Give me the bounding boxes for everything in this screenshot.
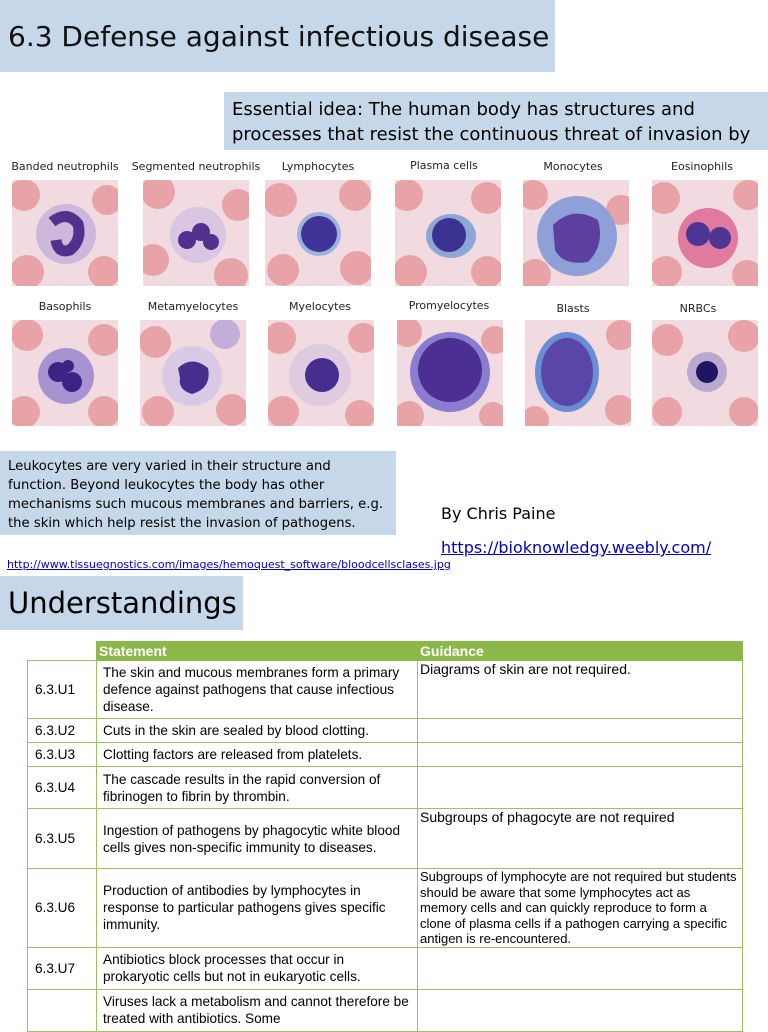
myelocyte-image bbox=[268, 320, 374, 426]
understanding-statement: Clotting factors are released from plate… bbox=[96, 742, 418, 767]
blast-image bbox=[525, 320, 631, 426]
code-column-header bbox=[27, 641, 97, 661]
cell-label: Monocytes bbox=[543, 160, 603, 173]
plasma-cell-image bbox=[395, 180, 501, 286]
cell-label: Promyelocytes bbox=[408, 299, 490, 312]
cell-label: Lymphocytes bbox=[281, 160, 355, 173]
table-row: Viruses lack a metabolism and cannot the… bbox=[27, 988, 743, 1032]
page-title: 6.3 Defense against infectious disease bbox=[8, 20, 550, 53]
understanding-code: 6.3.U3 bbox=[27, 742, 97, 767]
leukocytes-note-box: Leukocytes are very varied in their stru… bbox=[0, 451, 396, 535]
table-row: 6.3.U4 The cascade results in the rapid … bbox=[27, 766, 743, 809]
image-source-link[interactable]: http://www.tissuegnostics.com/images/hem… bbox=[7, 558, 451, 571]
understandings-banner: Understandings bbox=[0, 576, 243, 630]
essential-idea-text: Essential idea: The human body has struc… bbox=[232, 99, 751, 145]
cell-label: Segmented neutrophils bbox=[131, 160, 261, 173]
understanding-statement: Production of antibodies by lymphocytes … bbox=[96, 868, 418, 948]
cell-label: Plasma cells bbox=[410, 159, 478, 172]
understanding-guidance bbox=[417, 946, 743, 990]
eosinophil-image bbox=[652, 180, 758, 286]
understanding-statement: The skin and mucous membranes form a pri… bbox=[96, 660, 418, 719]
understanding-statement: Cuts in the skin are sealed by blood clo… bbox=[96, 718, 418, 743]
bioknowledgy-link[interactable]: https://bioknowledgy.weebly.com/ bbox=[441, 538, 712, 557]
cell-label: Myelocytes bbox=[289, 300, 351, 313]
leukocytes-note-text: Leukocytes are very varied in their stru… bbox=[8, 459, 384, 531]
understanding-guidance: Subgroups of phagocyte are not required bbox=[417, 808, 743, 869]
understanding-code: 6.3.U2 bbox=[27, 718, 97, 743]
title-banner: 6.3 Defense against infectious disease bbox=[0, 0, 555, 72]
blood-cell-figure: Banded neutrophils Segmented neutrophils… bbox=[0, 152, 768, 442]
understanding-code: 6.3.U6 bbox=[27, 868, 97, 948]
lymphocyte-image bbox=[265, 180, 371, 286]
cell-label: Metamyelocytes bbox=[147, 300, 239, 313]
understandings-heading: Understandings bbox=[8, 586, 237, 620]
table-row: 6.3.U5 Ingestion of pathogens by phagocy… bbox=[27, 808, 743, 869]
understanding-statement: Ingestion of pathogens by phagocytic whi… bbox=[96, 808, 418, 869]
understanding-code: 6.3.U7 bbox=[27, 946, 97, 990]
understanding-code: 6.3.U5 bbox=[27, 808, 97, 869]
table-header-row: Statement Guidance bbox=[27, 641, 743, 661]
understanding-statement: The cascade results in the rapid convers… bbox=[96, 766, 418, 809]
table-row: 6.3.U1 The skin and mucous membranes for… bbox=[27, 660, 743, 719]
table-row: 6.3.U2 Cuts in the skin are sealed by bl… bbox=[27, 718, 743, 743]
understanding-guidance: Subgroups of lymphocyte are not required… bbox=[417, 868, 743, 948]
understanding-statement: Viruses lack a metabolism and cannot the… bbox=[96, 988, 418, 1032]
cell-label: Banded neutrophils bbox=[11, 160, 119, 173]
understanding-guidance: Diagrams of skin are not required. bbox=[417, 660, 743, 719]
table-row: 6.3.U7 Antibiotics block processes that … bbox=[27, 946, 743, 990]
metamyelocyte-image bbox=[140, 320, 246, 426]
author-credit: By Chris Paine bbox=[441, 504, 556, 523]
understanding-code bbox=[27, 988, 97, 1032]
understanding-code: 6.3.U1 bbox=[27, 660, 97, 719]
understanding-guidance bbox=[417, 766, 743, 809]
understanding-code: 6.3.U4 bbox=[27, 766, 97, 809]
table-row: 6.3.U3 Clotting factors are released fro… bbox=[27, 742, 743, 767]
basophil-image bbox=[12, 320, 118, 426]
understanding-guidance bbox=[417, 988, 743, 1032]
segmented-neutrophil-image bbox=[143, 180, 249, 286]
monocyte-image bbox=[523, 180, 629, 286]
promyelocyte-image bbox=[397, 320, 503, 426]
understanding-statement: Antibiotics block processes that occur i… bbox=[96, 946, 418, 990]
essential-idea-box: Essential idea: The human body has struc… bbox=[224, 92, 768, 150]
guidance-column-header: Guidance bbox=[417, 641, 743, 661]
cell-label: NRBCs bbox=[679, 302, 717, 315]
nrbc-image bbox=[652, 320, 758, 426]
table-row: 6.3.U6 Production of antibodies by lymph… bbox=[27, 868, 743, 948]
cell-label: Eosinophils bbox=[671, 160, 733, 173]
banded-neutrophil-image bbox=[12, 180, 118, 286]
understanding-guidance bbox=[417, 742, 743, 767]
cell-label: Basophils bbox=[38, 300, 92, 313]
cell-label: Blasts bbox=[556, 302, 590, 315]
statement-column-header: Statement bbox=[96, 641, 418, 661]
understanding-guidance bbox=[417, 718, 743, 743]
understandings-table: Statement Guidance 6.3.U1 The skin and m… bbox=[27, 641, 743, 1032]
